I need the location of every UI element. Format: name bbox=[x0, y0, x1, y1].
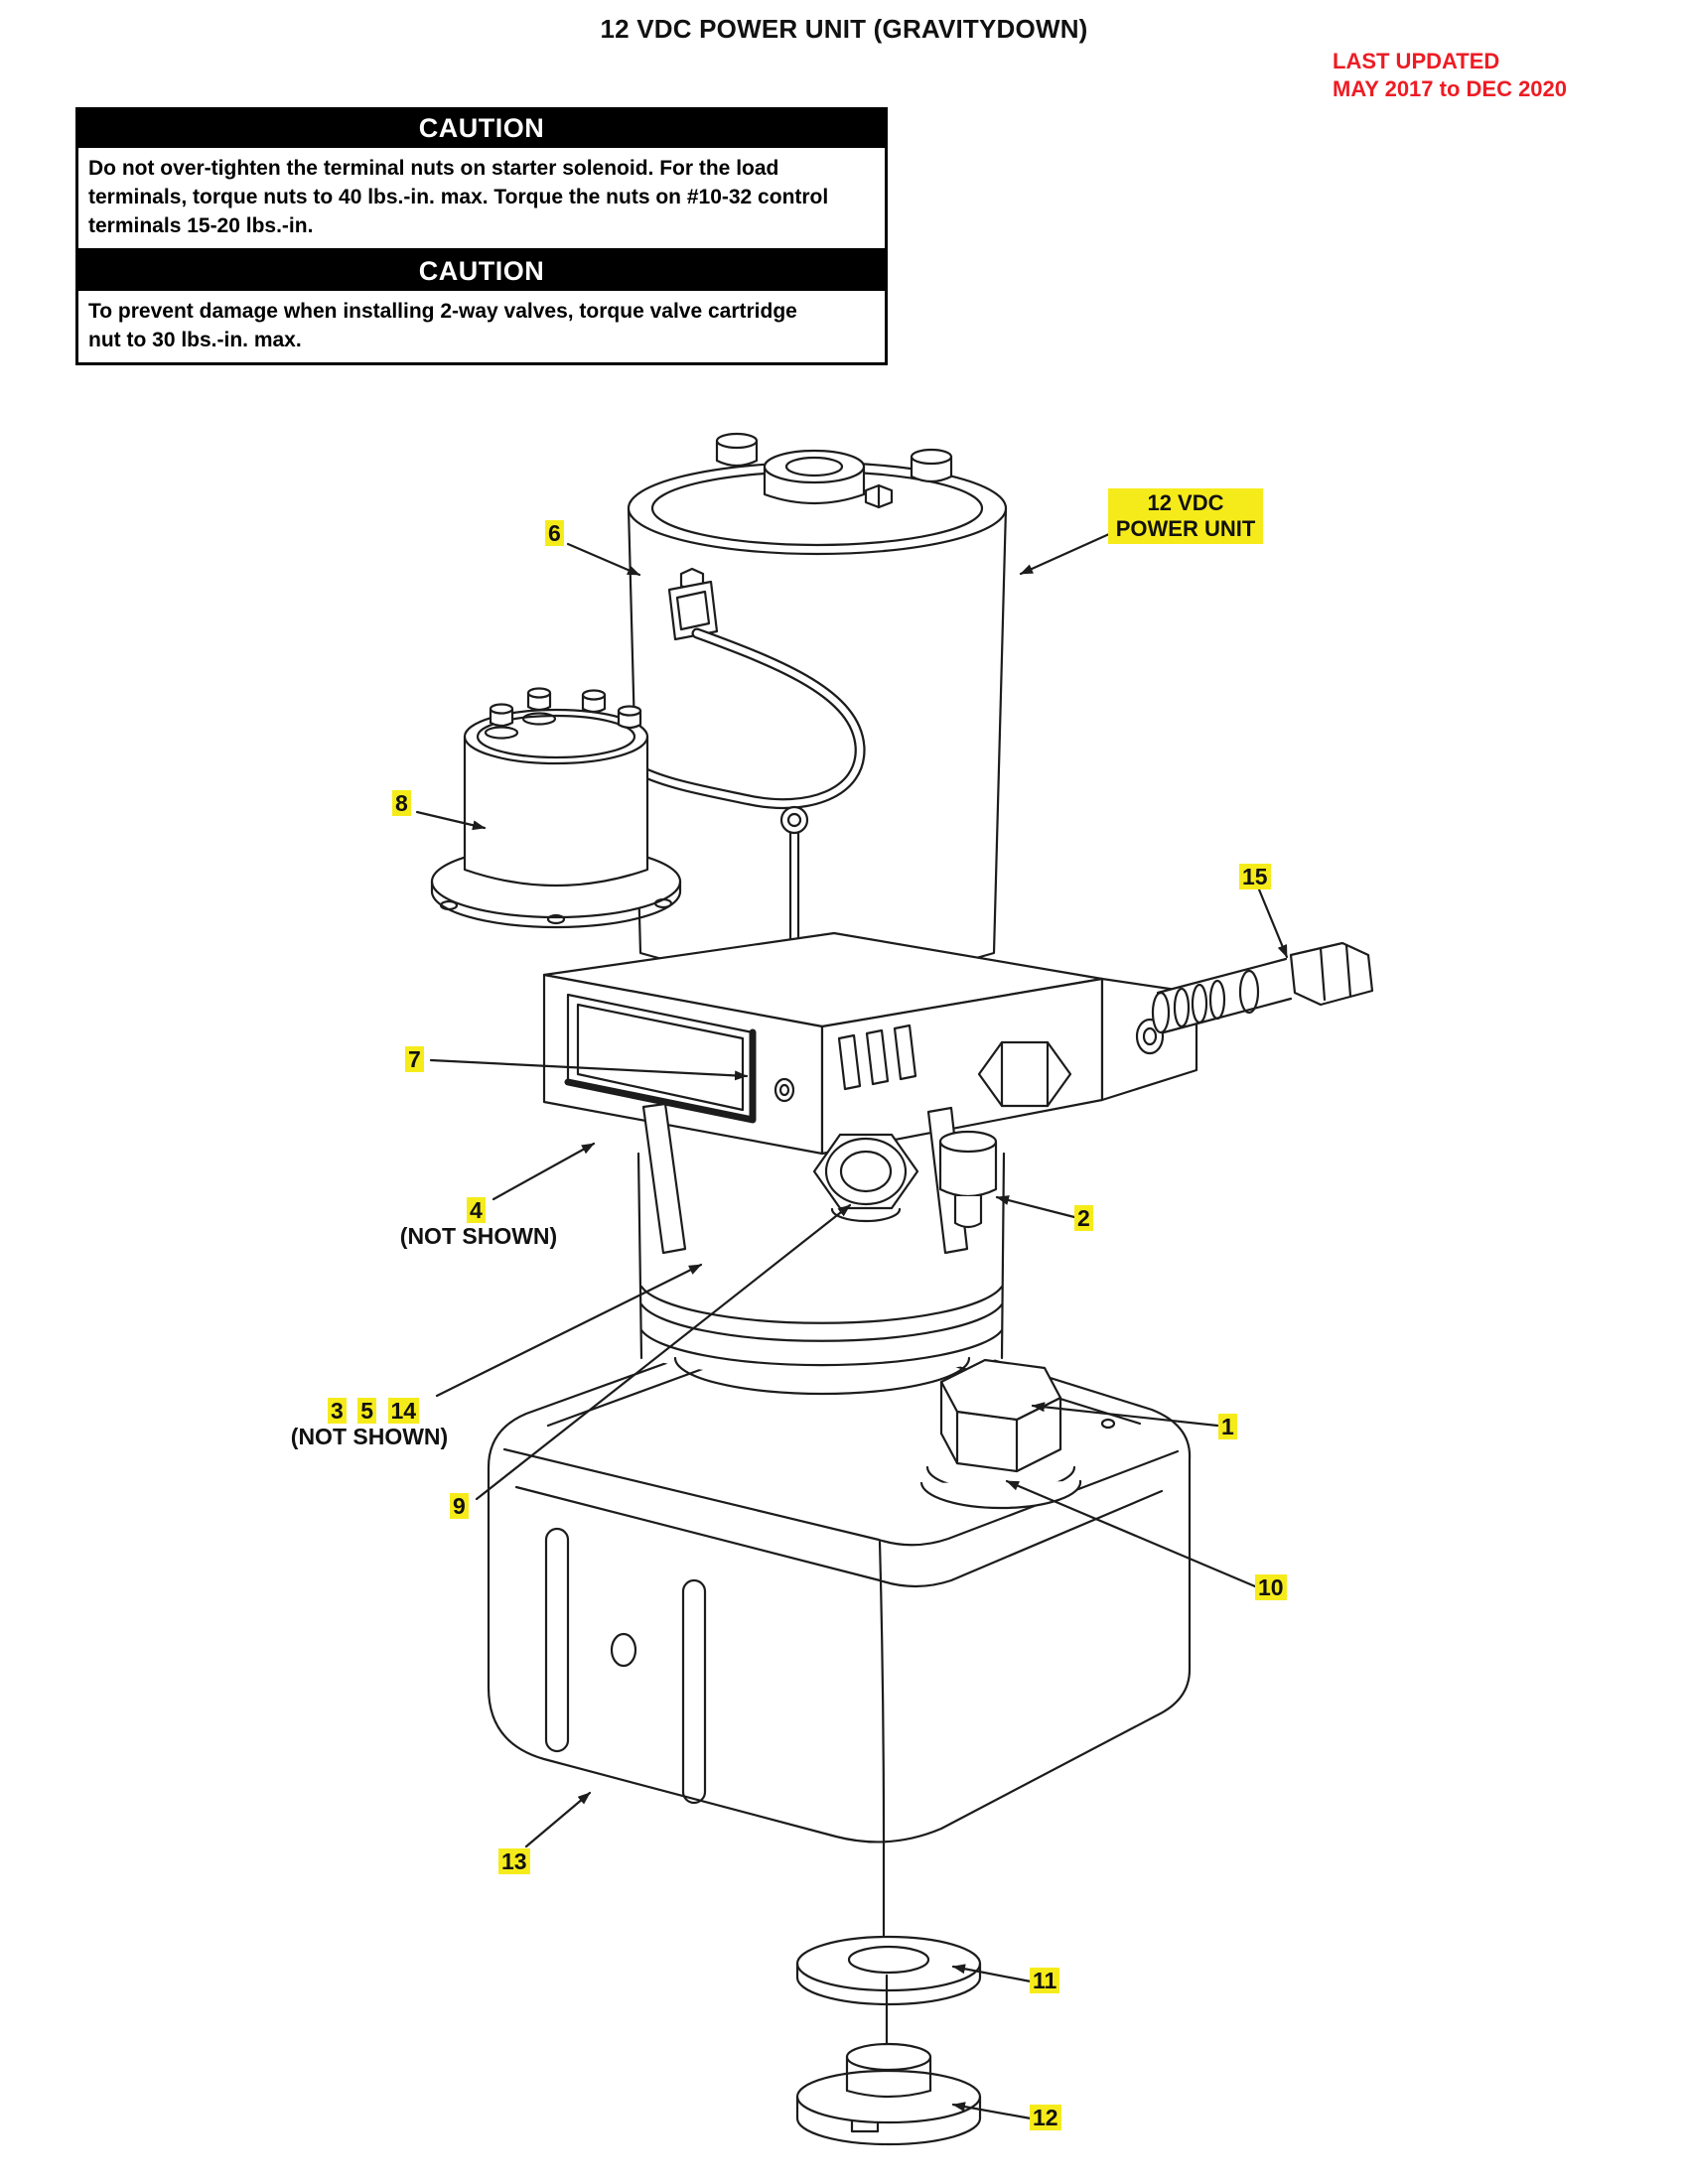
callout-9: 9 bbox=[450, 1493, 469, 1519]
unit-label-line2: POWER UNIT bbox=[1115, 516, 1256, 541]
leader-4 bbox=[492, 1142, 596, 1201]
pump-manifold bbox=[542, 931, 1198, 1255]
not-shown-note-3-5-14: (NOT SHOWN) bbox=[290, 1424, 449, 1449]
caution-1-body: Do not over-tighten the terminal nuts on… bbox=[78, 148, 885, 248]
callout-8: 8 bbox=[392, 790, 411, 816]
page-title: 12 VDC POWER UNIT (GRAVITYDOWN) bbox=[600, 14, 1088, 44]
callout-15: 15 bbox=[1239, 864, 1271, 889]
callout-10: 10 bbox=[1255, 1574, 1287, 1600]
callout-7: 7 bbox=[405, 1046, 424, 1072]
not-shown-note-4: (NOT SHOWN) bbox=[399, 1223, 558, 1249]
caution-1-line3: terminals 15-20 lbs.-in. bbox=[88, 214, 314, 237]
start-solenoid bbox=[430, 687, 682, 929]
caution-2-line1: To prevent damage when installing 2-way … bbox=[88, 300, 797, 323]
leader-9 bbox=[475, 1203, 852, 1501]
leader-12 bbox=[951, 2102, 1033, 2120]
leader-2 bbox=[995, 1195, 1076, 1219]
leader-6 bbox=[566, 542, 641, 577]
motor bbox=[627, 432, 1008, 981]
leader-lines bbox=[415, 532, 1289, 2120]
leader-15 bbox=[1257, 887, 1289, 959]
elbow-fitting bbox=[938, 1130, 998, 1229]
callout-6: 6 bbox=[545, 520, 564, 546]
callout-11: 11 bbox=[1030, 1968, 1060, 1993]
callout-4: 4 bbox=[467, 1197, 486, 1223]
leader-13 bbox=[524, 1791, 592, 1848]
caution-2-body: To prevent damage when installing 2-way … bbox=[78, 291, 885, 362]
callout-5: 5 bbox=[357, 1398, 377, 1424]
callout-14: 14 bbox=[387, 1398, 420, 1424]
washer-and-magnet bbox=[795, 1837, 982, 2146]
leader-10 bbox=[1005, 1479, 1257, 1588]
callout-12: 12 bbox=[1030, 2105, 1061, 2130]
callout-13: 13 bbox=[498, 1848, 530, 1874]
leader-unit-label bbox=[1019, 532, 1111, 576]
motor-terminal-cable bbox=[633, 567, 866, 810]
leader-8 bbox=[415, 810, 487, 831]
caution-box-2: CAUTION To prevent damage when installin… bbox=[75, 250, 888, 365]
caution-2-header: CAUTION bbox=[78, 253, 885, 291]
last-updated-line1: LAST UPDATED bbox=[1333, 49, 1500, 73]
callout-3: 3 bbox=[328, 1398, 347, 1424]
filler-cap bbox=[919, 1358, 1082, 1510]
caution-2-line2: nut to 30 lbs.-in. max. bbox=[88, 329, 302, 351]
last-updated-line2: MAY 2017 to DEC 2020 bbox=[1333, 76, 1568, 101]
caution-1-line2: terminals, torque nuts to 40 lbs.-in. ma… bbox=[88, 186, 829, 208]
leader-1 bbox=[1031, 1402, 1219, 1428]
last-updated-note: LAST UPDATED MAY 2017 to DEC 2020 bbox=[1333, 48, 1567, 103]
valve-cartridge bbox=[1151, 941, 1374, 1034]
leader-7 bbox=[429, 1058, 749, 1081]
leader-3-5-14 bbox=[435, 1263, 703, 1398]
callout-1: 1 bbox=[1218, 1414, 1237, 1439]
caution-1-header: CAUTION bbox=[78, 110, 885, 148]
unit-label: 12 VDC POWER UNIT bbox=[1108, 488, 1263, 544]
caution-1-line1: Do not over-tighten the terminal nuts on… bbox=[88, 157, 779, 180]
unit-label-line1: 12 VDC bbox=[1147, 490, 1224, 515]
caution-box-1: CAUTION Do not over-tighten the terminal… bbox=[75, 107, 888, 251]
callout-2: 2 bbox=[1074, 1205, 1093, 1231]
callout-group-3-5-14: 3 5 14 bbox=[328, 1398, 426, 1424]
motor-adapter bbox=[636, 1152, 1006, 1396]
leader-11 bbox=[951, 1964, 1033, 1983]
